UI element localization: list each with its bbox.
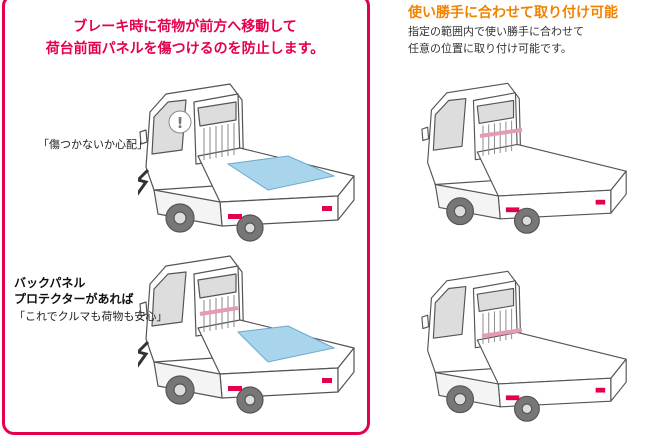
desc-line-2: 任意の位置に取り付け可能です。	[408, 42, 572, 55]
truck-protector-low-position	[420, 256, 630, 426]
impact-icon	[138, 168, 150, 196]
solution-caption: 「これでクルマも荷物も安心」	[14, 310, 168, 323]
back-panel-protector	[199, 306, 239, 316]
solution-title-1: バックパネル	[14, 276, 86, 290]
headline-line-1: ブレーキ時に荷物が前方へ移動して	[73, 19, 297, 35]
truck-without-protector: !	[138, 72, 358, 242]
right-title: 使い勝手に合わせて取り付け可能	[408, 5, 618, 21]
comparison-panel	[2, 0, 370, 435]
truck-with-protector	[138, 244, 358, 414]
solution-title-2: プロテクターがあれば	[14, 292, 134, 306]
truck-protector-high-position	[420, 68, 630, 238]
worry-caption: 「傷つかないか心配」	[38, 138, 148, 151]
desc-line-1: 指定の範囲内で使い勝手に合わせて	[408, 25, 584, 38]
headline-line-2: 荷台前面パネルを傷つけるのを防止します。	[45, 41, 325, 57]
impact-icon	[138, 340, 150, 368]
svg-text:!: !	[177, 114, 184, 132]
warning-bubble-icon	[168, 110, 192, 134]
cargo	[236, 325, 336, 363]
protector-upper	[479, 128, 523, 138]
protector-lower	[481, 328, 523, 338]
cargo	[226, 155, 336, 191]
right-description: 指定の範囲内で使い勝手に合わせて 任意の位置に取り付け可能です。	[408, 23, 584, 57]
